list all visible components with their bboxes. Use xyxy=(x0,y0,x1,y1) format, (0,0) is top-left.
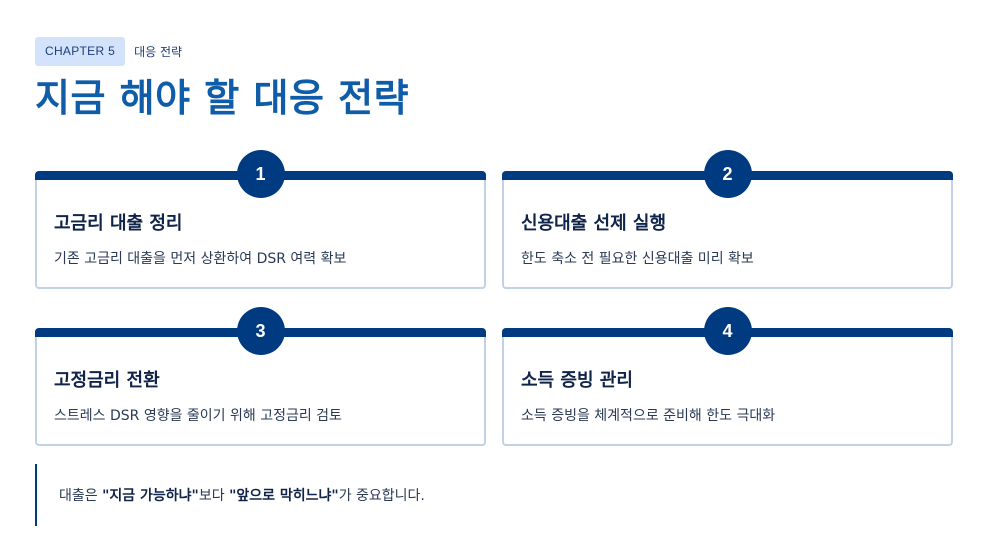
note-emphasis-future: "앞으로 막히느냐" xyxy=(229,488,339,504)
page-title: 지금 해야 할 대응 전략 xyxy=(35,76,410,120)
chapter-header: CHAPTER 5 대응 전략 xyxy=(35,37,182,66)
card-description: 기존 고금리 대출을 먼저 상환하여 DSR 여력 확보 xyxy=(54,251,347,267)
note-suffix: 가 중요합니다. xyxy=(338,488,425,504)
strategy-card-2: 2 신용대출 선제 실행 한도 축소 전 필요한 신용대출 미리 확보 xyxy=(502,150,953,289)
chapter-subtitle: 대응 전략 xyxy=(134,45,183,59)
strategy-card-1: 1 고금리 대출 정리 기존 고금리 대출을 먼저 상환하여 DSR 여력 확보 xyxy=(35,150,486,289)
step-number-badge: 4 xyxy=(703,307,752,355)
card-title: 신용대출 선제 실행 xyxy=(521,213,667,234)
card-description: 스트레스 DSR 영향을 줄이기 위해 고정금리 검토 xyxy=(54,408,342,424)
step-number-badge: 3 xyxy=(236,307,285,355)
card-description: 소득 증빙을 체계적으로 준비해 한도 극대화 xyxy=(521,408,776,424)
strategy-card-3: 3 고정금리 전환 스트레스 DSR 영향을 줄이기 위해 고정금리 검토 xyxy=(35,307,486,446)
card-description: 한도 축소 전 필요한 신용대출 미리 확보 xyxy=(521,251,754,267)
card-title: 고정금리 전환 xyxy=(54,370,160,391)
step-number-badge: 2 xyxy=(703,150,752,198)
card-title: 고금리 대출 정리 xyxy=(54,213,183,234)
step-number-badge: 1 xyxy=(236,150,285,198)
note-middle: 보다 xyxy=(198,488,230,504)
strategy-card-4: 4 소득 증빙 관리 소득 증빙을 체계적으로 준비해 한도 극대화 xyxy=(502,307,953,446)
card-title: 소득 증빙 관리 xyxy=(521,370,633,391)
summary-note-text: 대출은 "지금 가능하냐"보다 "앞으로 막히느냐"가 중요합니다. xyxy=(59,485,425,505)
note-prefix: 대출은 xyxy=(59,488,103,504)
chapter-badge: CHAPTER 5 xyxy=(35,37,126,66)
summary-note: 대출은 "지금 가능하냐"보다 "앞으로 막히느냐"가 중요합니다. xyxy=(35,464,955,526)
note-emphasis-now: "지금 가능하냐" xyxy=(102,488,199,504)
